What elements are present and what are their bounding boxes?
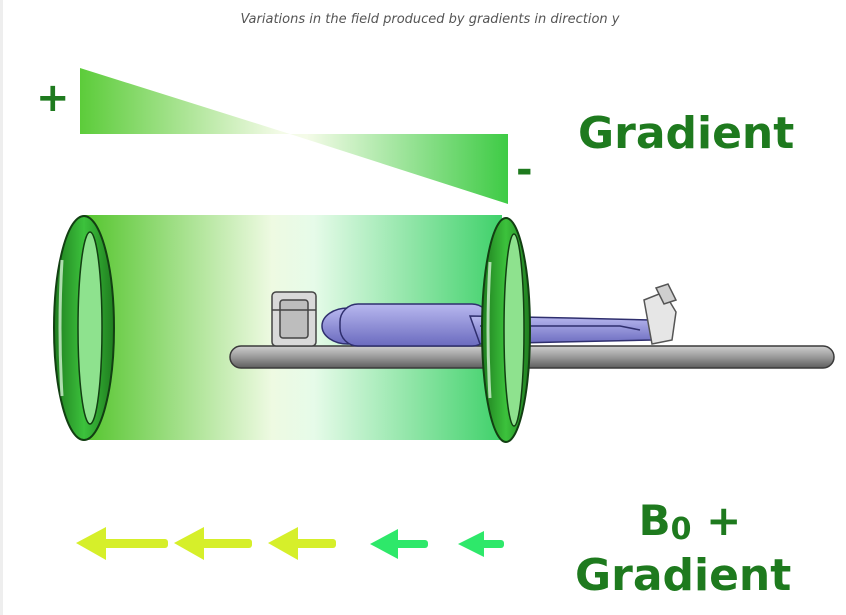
positive-gradient-sign: +	[36, 75, 70, 121]
right-gradient-coil	[481, 217, 531, 443]
b0-symbol: B	[638, 496, 671, 545]
field-arrow-2-icon	[174, 527, 252, 560]
page-left-border	[0, 0, 3, 615]
plus-symbol: +	[691, 496, 742, 545]
b0-subscript: 0	[670, 512, 692, 547]
left-gradient-coil	[53, 215, 115, 441]
field-arrow-3-icon	[268, 527, 336, 560]
field-arrow-1-icon	[76, 527, 168, 560]
field-arrows	[76, 527, 504, 560]
b0-gradient-label: Gradient	[575, 550, 792, 601]
b0-plus-label: B0 +	[610, 498, 770, 553]
field-arrow-4-icon	[370, 529, 428, 559]
figure-caption: Variations in the field produced by grad…	[240, 12, 620, 27]
negative-gradient-sign: -	[516, 147, 533, 193]
patient-table	[229, 345, 835, 369]
field-arrow-5-icon	[458, 531, 504, 557]
gradient-label: Gradient	[578, 108, 795, 159]
head-support	[271, 291, 317, 347]
gradient-wedge	[80, 68, 508, 204]
